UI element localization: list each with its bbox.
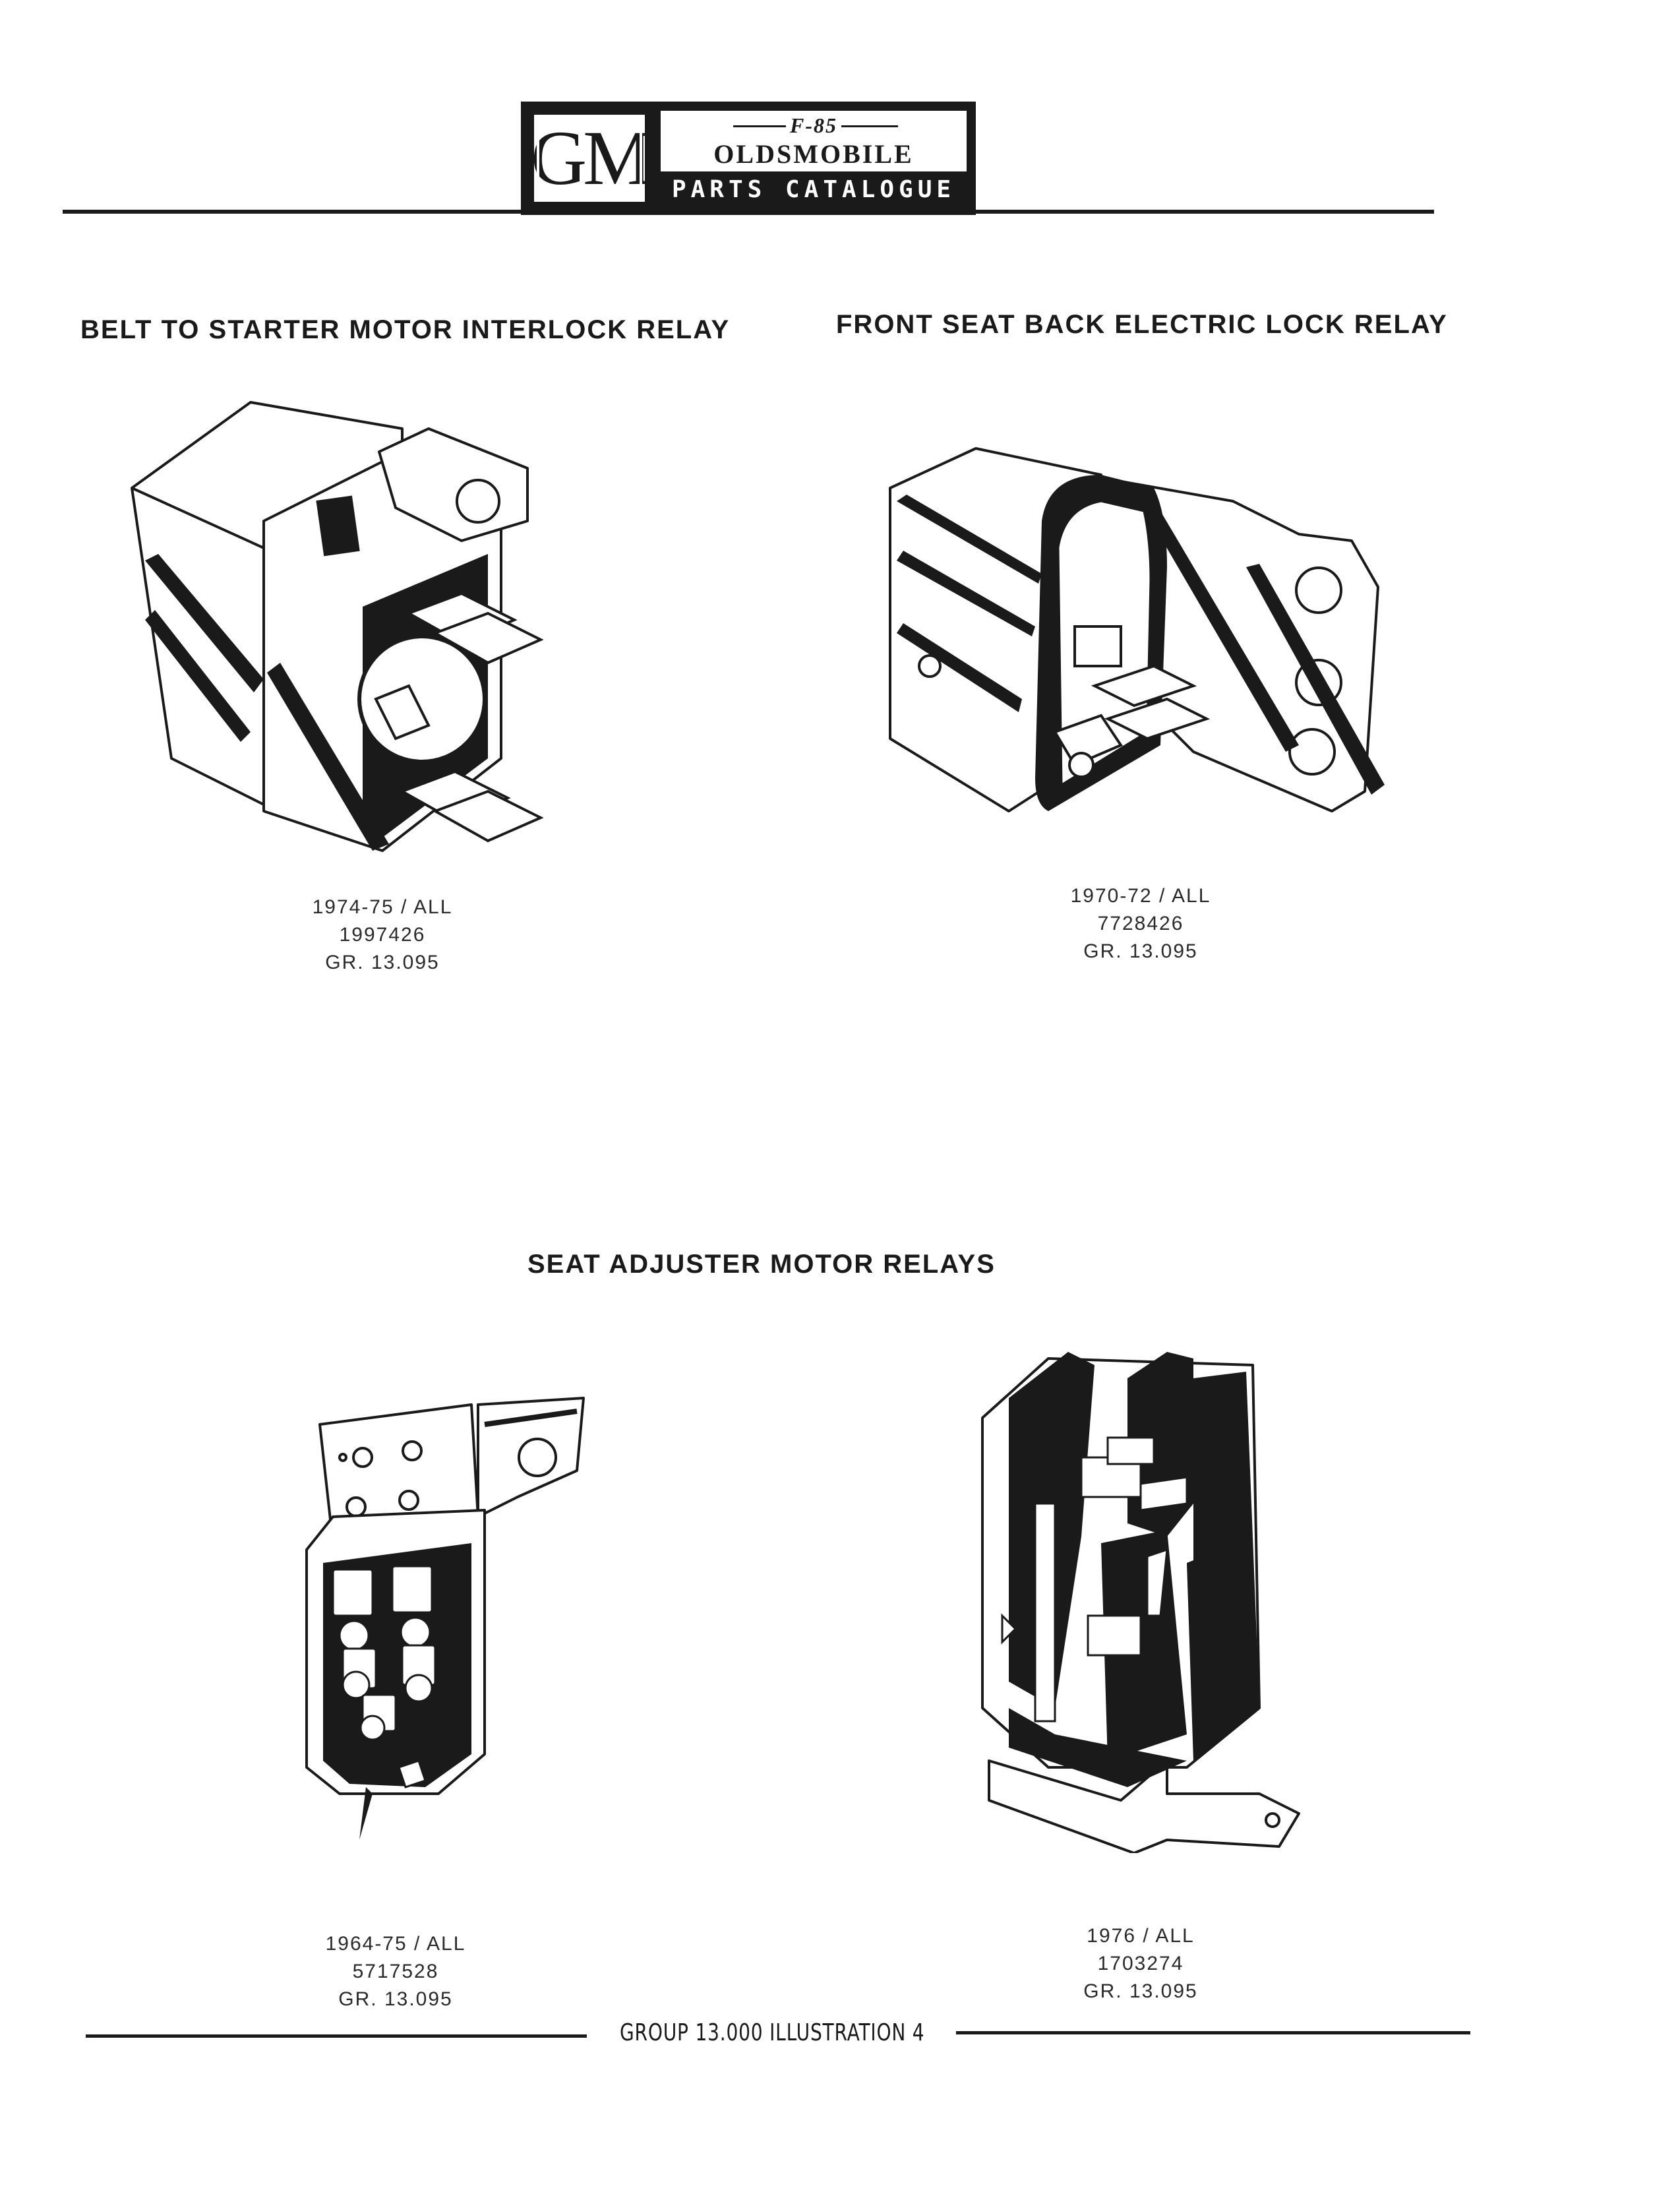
seat-adjuster-relay-1-illustration xyxy=(305,1397,585,1840)
caption-part-number: 7728426 xyxy=(1097,913,1184,934)
belt-relay-title: BELT TO STARTER MOTOR INTERLOCK RELAY xyxy=(80,315,731,344)
caption-years: 1974-75 / ALL xyxy=(312,896,453,918)
seat-adjuster-relay-2-illustration xyxy=(981,1352,1300,1853)
caption-group: GR. 13.095 xyxy=(325,952,440,973)
catalogue-logo: GM F-85 OLDSMOBILE PARTS CATALOGUE xyxy=(521,102,976,215)
belt-relay-caption: 1974-75 / ALL 1997426 GR. 13.095 xyxy=(244,894,521,977)
brand-name: OLDSMOBILE xyxy=(713,139,914,169)
caption-group: GR. 13.095 xyxy=(338,1988,453,2010)
seat-back-relay-caption: 1970-72 / ALL 7728426 GR. 13.095 xyxy=(1002,882,1279,965)
caption-part-number: 1997426 xyxy=(339,924,426,946)
seat-back-relay-illustration xyxy=(889,447,1385,812)
caption-part-number: 5717528 xyxy=(352,1961,439,1982)
caption-group: GR. 13.095 xyxy=(1083,1980,1198,2002)
caption-years: 1970-72 / ALL xyxy=(1070,885,1211,907)
footer-rule-right xyxy=(956,2031,1470,2034)
belt-relay-illustration xyxy=(131,401,544,852)
seat-back-relay-title: FRONT SEAT BACK ELECTRIC LOCK RELAY xyxy=(836,310,1448,339)
caption-years: 1976 / ALL xyxy=(1087,1925,1195,1947)
footer-label: GROUP 13.000 ILLUSTRATION 4 xyxy=(620,2019,925,2046)
caption-years: 1964-75 / ALL xyxy=(325,1933,466,1955)
catalogue-label: PARTS CATALOGUE xyxy=(671,176,956,203)
brand-emblem: F-85 xyxy=(661,112,967,138)
caption-group: GR. 13.095 xyxy=(1083,940,1198,962)
seat-adjuster-relay-2-caption: 1976 / ALL 1703274 GR. 13.095 xyxy=(1002,1922,1279,2005)
seat-adjuster-title: SEAT ADJUSTER MOTOR RELAYS xyxy=(527,1250,996,1279)
seat-adjuster-relay-1-caption: 1964-75 / ALL 5717528 GR. 13.095 xyxy=(257,1930,534,2013)
gm-badge: GM xyxy=(530,111,652,206)
brand-panel: F-85 OLDSMOBILE xyxy=(661,111,967,171)
caption-part-number: 1703274 xyxy=(1097,1953,1184,1974)
footer-rule-left xyxy=(86,2034,587,2038)
